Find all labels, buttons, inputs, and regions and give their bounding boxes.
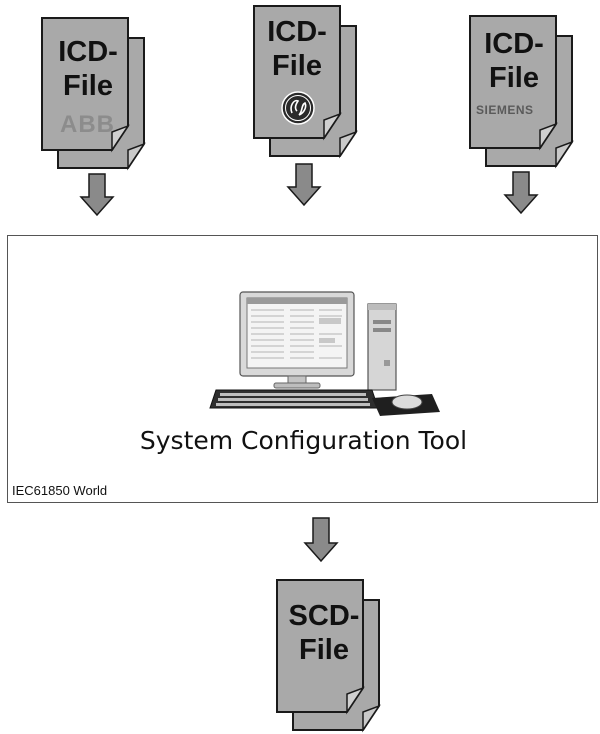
- computer-workstation-icon: [209, 291, 440, 416]
- document-stack-icon: [469, 15, 574, 169]
- abb-logo: ABB: [60, 111, 115, 138]
- down-arrow-icon: [503, 171, 539, 215]
- document-label-line2: File: [489, 62, 539, 94]
- scd-file: SCD- File: [275, 578, 385, 734]
- document-label-line1: SCD-: [288, 600, 360, 632]
- tool-title: System Configuration Tool: [139, 426, 468, 455]
- icd-file-abb: ICD- File ABB: [40, 16, 150, 172]
- icd-file-siemens: ICD- File SIEMENS: [468, 14, 578, 170]
- siemens-logo: SIEMENS: [476, 103, 534, 117]
- document-stack-icon: [276, 579, 381, 733]
- document-label-line1: ICD-: [484, 28, 544, 60]
- document-stack-icon: [41, 17, 146, 171]
- document-label-line1: ICD-: [267, 16, 327, 48]
- down-arrow-icon: [79, 173, 115, 217]
- document-label-line2: File: [63, 70, 113, 102]
- icd-file-ge: ICD- File: [252, 4, 362, 160]
- document-label-line2: File: [299, 634, 349, 666]
- ge-monogram-icon: [281, 91, 315, 125]
- document-label-line1: ICD-: [58, 36, 118, 68]
- down-arrow-icon: [303, 517, 339, 563]
- footer-label: IEC61850 World: [12, 483, 108, 498]
- document-stack-icon: [253, 5, 358, 159]
- down-arrow-icon: [286, 163, 322, 207]
- document-label-line2: File: [272, 50, 322, 82]
- system-configuration-tool-box: System Configuration Tool IEC61850 World: [7, 235, 598, 503]
